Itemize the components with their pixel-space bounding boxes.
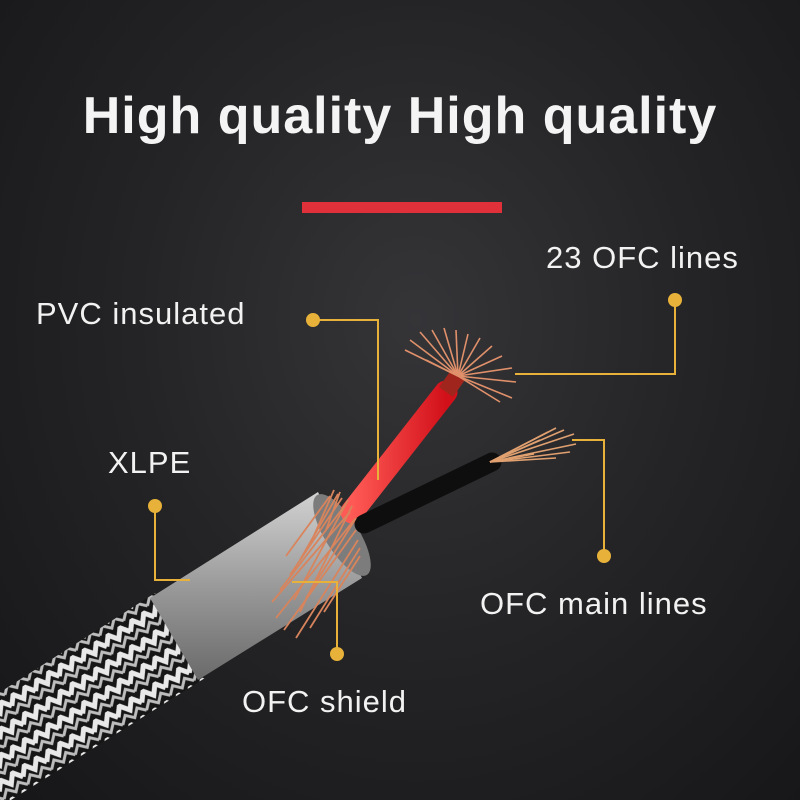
headline: High quality High quality [82, 87, 718, 145]
label-ofc-shield: OFC shield [242, 684, 408, 719]
copper-strands-top [404, 327, 517, 403]
black-conductor [354, 452, 502, 534]
label-pvc-insulated: PVC insulated [36, 296, 246, 331]
braided-jacket [0, 593, 205, 800]
copper-shield-strands [271, 489, 361, 639]
label-ofc-main-lines: OFC main lines [480, 586, 708, 621]
accent-bar [302, 202, 502, 213]
label-23-ofc-lines: 23 OFC lines [546, 240, 739, 275]
callout-lines [154, 300, 676, 654]
red-conductor [340, 370, 465, 524]
callout-dots [148, 293, 682, 661]
copper-strands-right [489, 427, 577, 463]
label-xlpe: XLPE [108, 445, 192, 480]
